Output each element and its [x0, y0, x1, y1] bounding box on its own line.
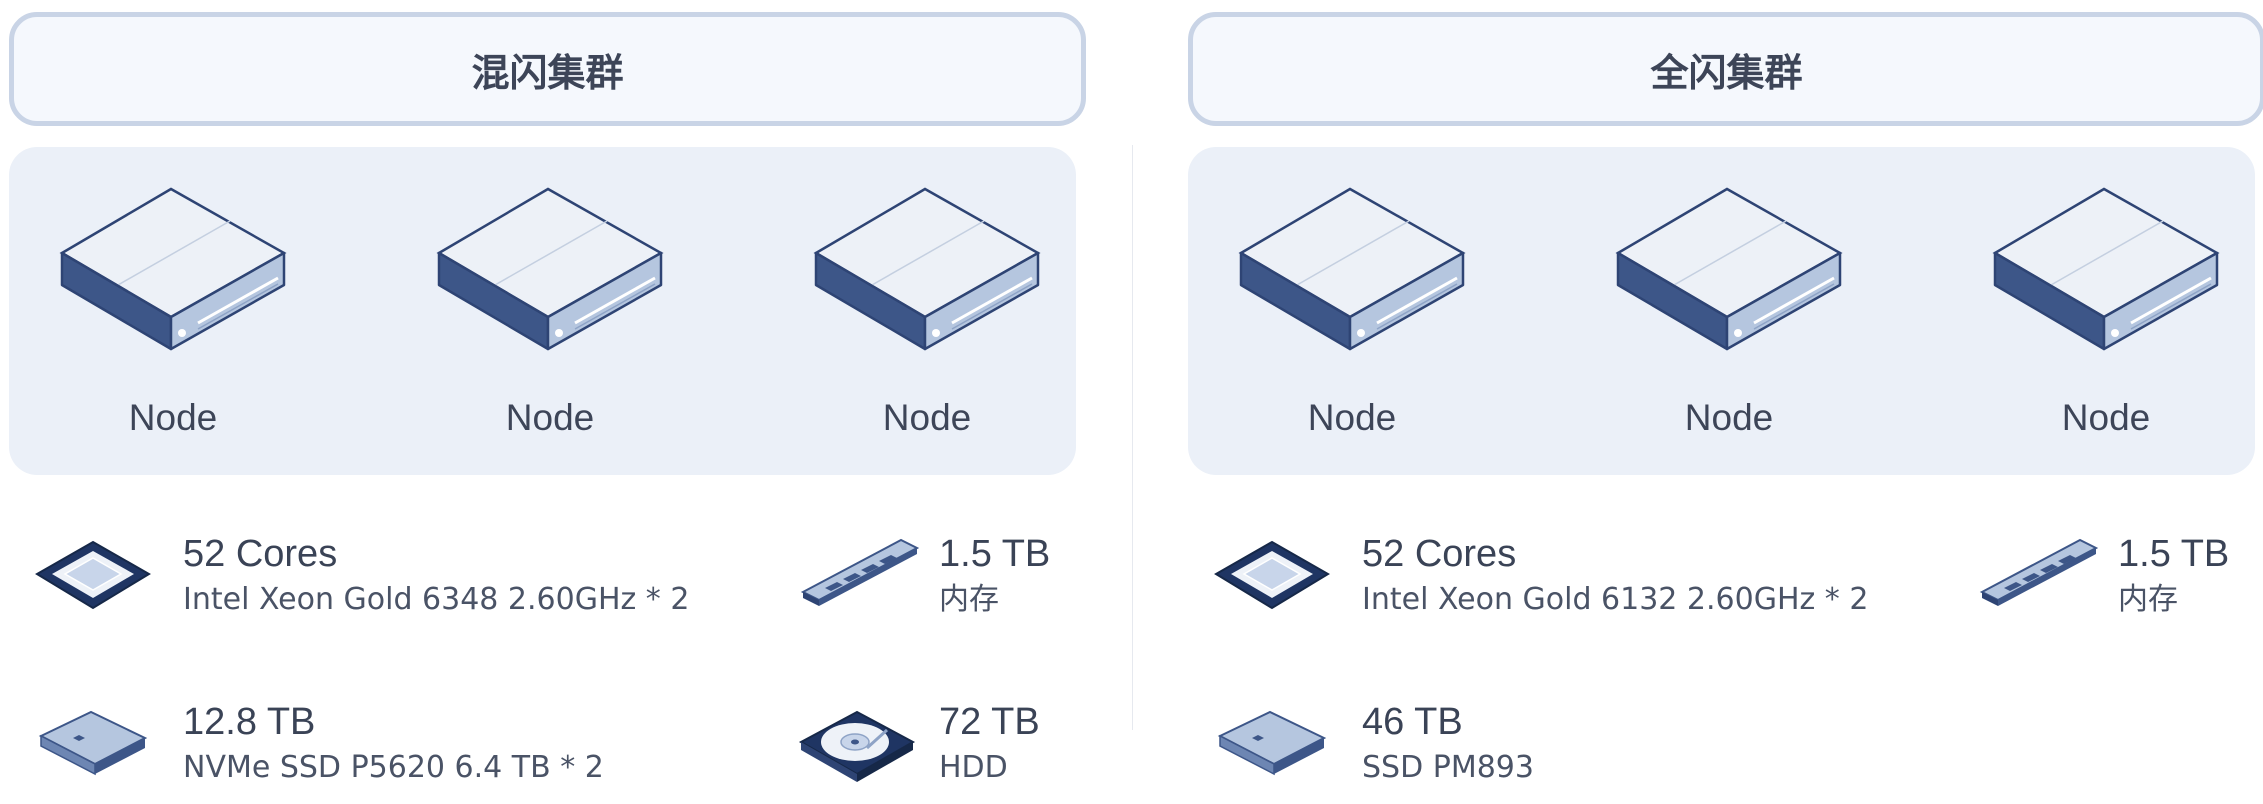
memory-desc: 内存 [939, 582, 999, 617]
server-icon [436, 187, 664, 351]
server-icon [59, 187, 287, 351]
memory-stick-icon [1979, 538, 2099, 606]
node-label: Node [505, 397, 595, 438]
panel-divider [1132, 145, 1133, 730]
server-icon [1992, 187, 2220, 351]
cluster-panel-all-flash: 全闪集群 Node Node Node 52 Cores Intel Xeon … [1188, 0, 2263, 804]
node-label: Node [128, 397, 218, 438]
nodes-group: Node Node Node [1188, 147, 2255, 475]
cpu-chip-icon [35, 540, 151, 610]
node-label: Node [882, 397, 972, 438]
node-item: Node [400, 183, 700, 439]
node-label: Node [2061, 397, 2151, 438]
cpu-model-desc: Intel Xeon Gold 6348 2.60GHz * 2 [183, 582, 690, 617]
cpu-model-desc: Intel Xeon Gold 6132 2.60GHz * 2 [1362, 582, 1869, 617]
node-item: Node [1579, 183, 1879, 439]
memory-stick-icon [800, 538, 920, 606]
memory-value: 1.5 TB [939, 533, 1051, 575]
ssd-model-desc: NVMe SSD P5620 6.4 TB * 2 [183, 750, 604, 785]
nodes-group: Node Node Node [9, 147, 1076, 475]
ssd-capacity-value: 12.8 TB [183, 701, 316, 743]
ssd-capacity-value: 46 TB [1362, 701, 1463, 743]
node-item: Node [777, 183, 1077, 439]
hdd-desc: HDD [939, 750, 1008, 785]
ssd-model-desc: SSD PM893 [1362, 750, 1534, 785]
node-item: Node [1956, 183, 2256, 439]
cpu-cores-value: 52 Cores [1362, 533, 1517, 575]
ssd-drive-icon [38, 710, 148, 776]
cluster-panel-hybrid: 混闪集群 Node Node Node 52 Cores Intel Xeon … [9, 0, 1086, 804]
cluster-title: 混闪集群 [9, 12, 1086, 126]
server-icon [1615, 187, 1843, 351]
ssd-drive-icon [1217, 710, 1327, 776]
memory-desc: 内存 [2118, 582, 2178, 617]
hdd-capacity-value: 72 TB [939, 701, 1040, 743]
cpu-chip-icon [1214, 540, 1330, 610]
hard-disk-icon [798, 710, 916, 782]
cpu-cores-value: 52 Cores [183, 533, 338, 575]
node-item: Node [23, 183, 323, 439]
server-icon [1238, 187, 1466, 351]
memory-value: 1.5 TB [2118, 533, 2230, 575]
server-icon [813, 187, 1041, 351]
node-item: Node [1202, 183, 1502, 439]
cluster-title: 全闪集群 [1188, 12, 2263, 126]
node-label: Node [1684, 397, 1774, 438]
node-label: Node [1307, 397, 1397, 438]
